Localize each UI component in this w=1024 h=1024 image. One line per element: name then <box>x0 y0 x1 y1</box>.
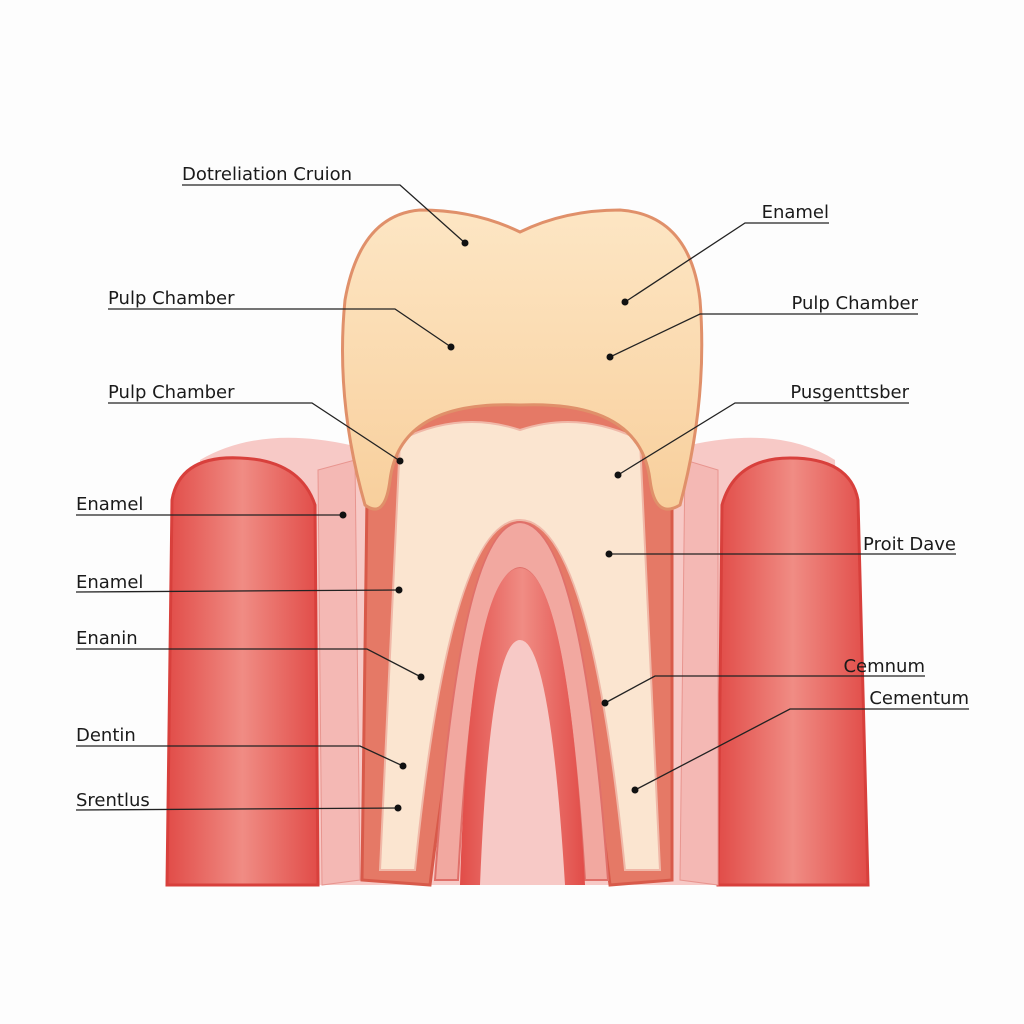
label-left-4: Enamel <box>76 494 143 515</box>
left-bone-block <box>165 456 320 887</box>
label-left-5: Enamel <box>76 572 143 593</box>
label-right-4: Proit Dave <box>863 534 956 555</box>
label-right-2: Pulp Chamber <box>791 293 918 314</box>
inner-gum <box>460 568 585 885</box>
label-right-6: Cementum <box>869 688 969 709</box>
right-bone-block <box>716 456 870 887</box>
pointer-dots <box>339 239 639 812</box>
label-left-3: Pulp Chamber <box>108 382 235 403</box>
label-left-6: Enanin <box>76 628 138 649</box>
pulp-chamber <box>378 421 662 871</box>
label-left-1: Dotreliation Cruion <box>182 164 352 185</box>
label-right-3: Pusgenttsber <box>790 382 909 403</box>
label-left-2: Pulp Chamber <box>108 288 235 309</box>
label-right-5: Cemnum <box>843 656 925 677</box>
label-right-1: Enamel <box>762 202 829 223</box>
leader-lines <box>75 184 969 811</box>
label-left-8: Srentlus <box>76 790 150 811</box>
label-left-7: Dentin <box>76 725 136 746</box>
tooth-crown <box>341 208 704 511</box>
